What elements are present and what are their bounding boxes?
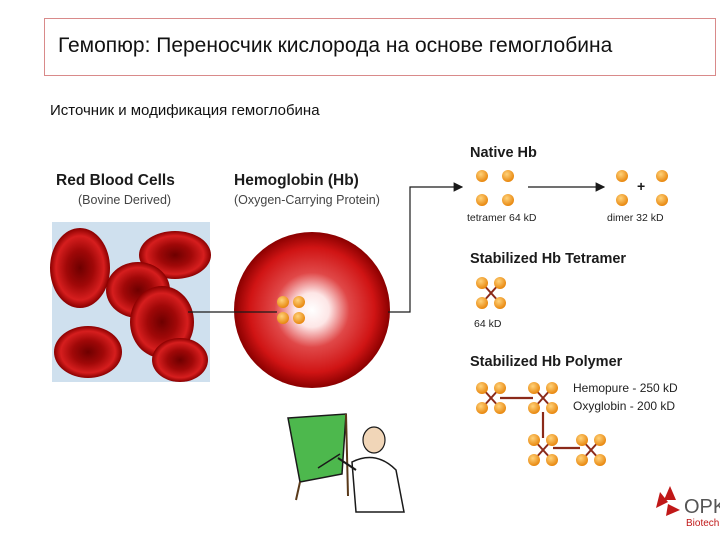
logo-subtext: Biotech — [686, 518, 720, 529]
hb-tetramer-in-cell — [277, 296, 305, 324]
hemoglobin-cell — [234, 232, 390, 388]
stabilized-tetramer — [476, 277, 506, 309]
opk-logo-mark — [656, 486, 680, 516]
native-dimer — [616, 170, 668, 206]
rbc-cell — [152, 338, 208, 382]
stabilized-tetramer-heading: Stabilized Hb Tetramer — [470, 251, 627, 267]
rbc-cell — [50, 228, 110, 308]
red-blood-cells-image — [50, 222, 211, 382]
stabilized-polymer — [476, 382, 606, 466]
slide-subtitle: Источник и модификация гемоглобина — [50, 102, 320, 119]
rbc-cell — [139, 231, 211, 279]
dimer-label: dimer 32 kD — [607, 212, 664, 224]
rbc-heading: Red Blood Cells — [56, 172, 175, 189]
slide-title: Гемопюр: Переносчик кислорода на основе … — [58, 34, 613, 57]
connector-arrow — [388, 182, 464, 313]
stabilized-tetramer-label: 64 kD — [474, 318, 502, 330]
rbc-cell — [54, 326, 122, 378]
presenter-clipart — [287, 413, 405, 513]
native-tetramer — [476, 170, 514, 206]
stabilized-polymer-heading: Stabilized Hb Polymer — [470, 354, 623, 370]
rbc-subheading: (Bovine Derived) — [78, 193, 172, 207]
plus-sign: + — [637, 178, 646, 194]
hb-heading: Hemoglobin (Hb) — [234, 172, 359, 189]
tetramer-label: tetramer 64 kD — [467, 212, 537, 224]
hb-subheading: (Oxygen-Carrying Protein) — [234, 193, 380, 207]
hemopure-label: Hemopure - 250 kD — [573, 381, 678, 395]
logo-text: OPK — [684, 496, 720, 518]
native-hb-heading: Native Hb — [470, 145, 537, 161]
title-box — [44, 18, 716, 76]
oxyglobin-label: Oxyglobin - 200 kD — [573, 399, 676, 413]
